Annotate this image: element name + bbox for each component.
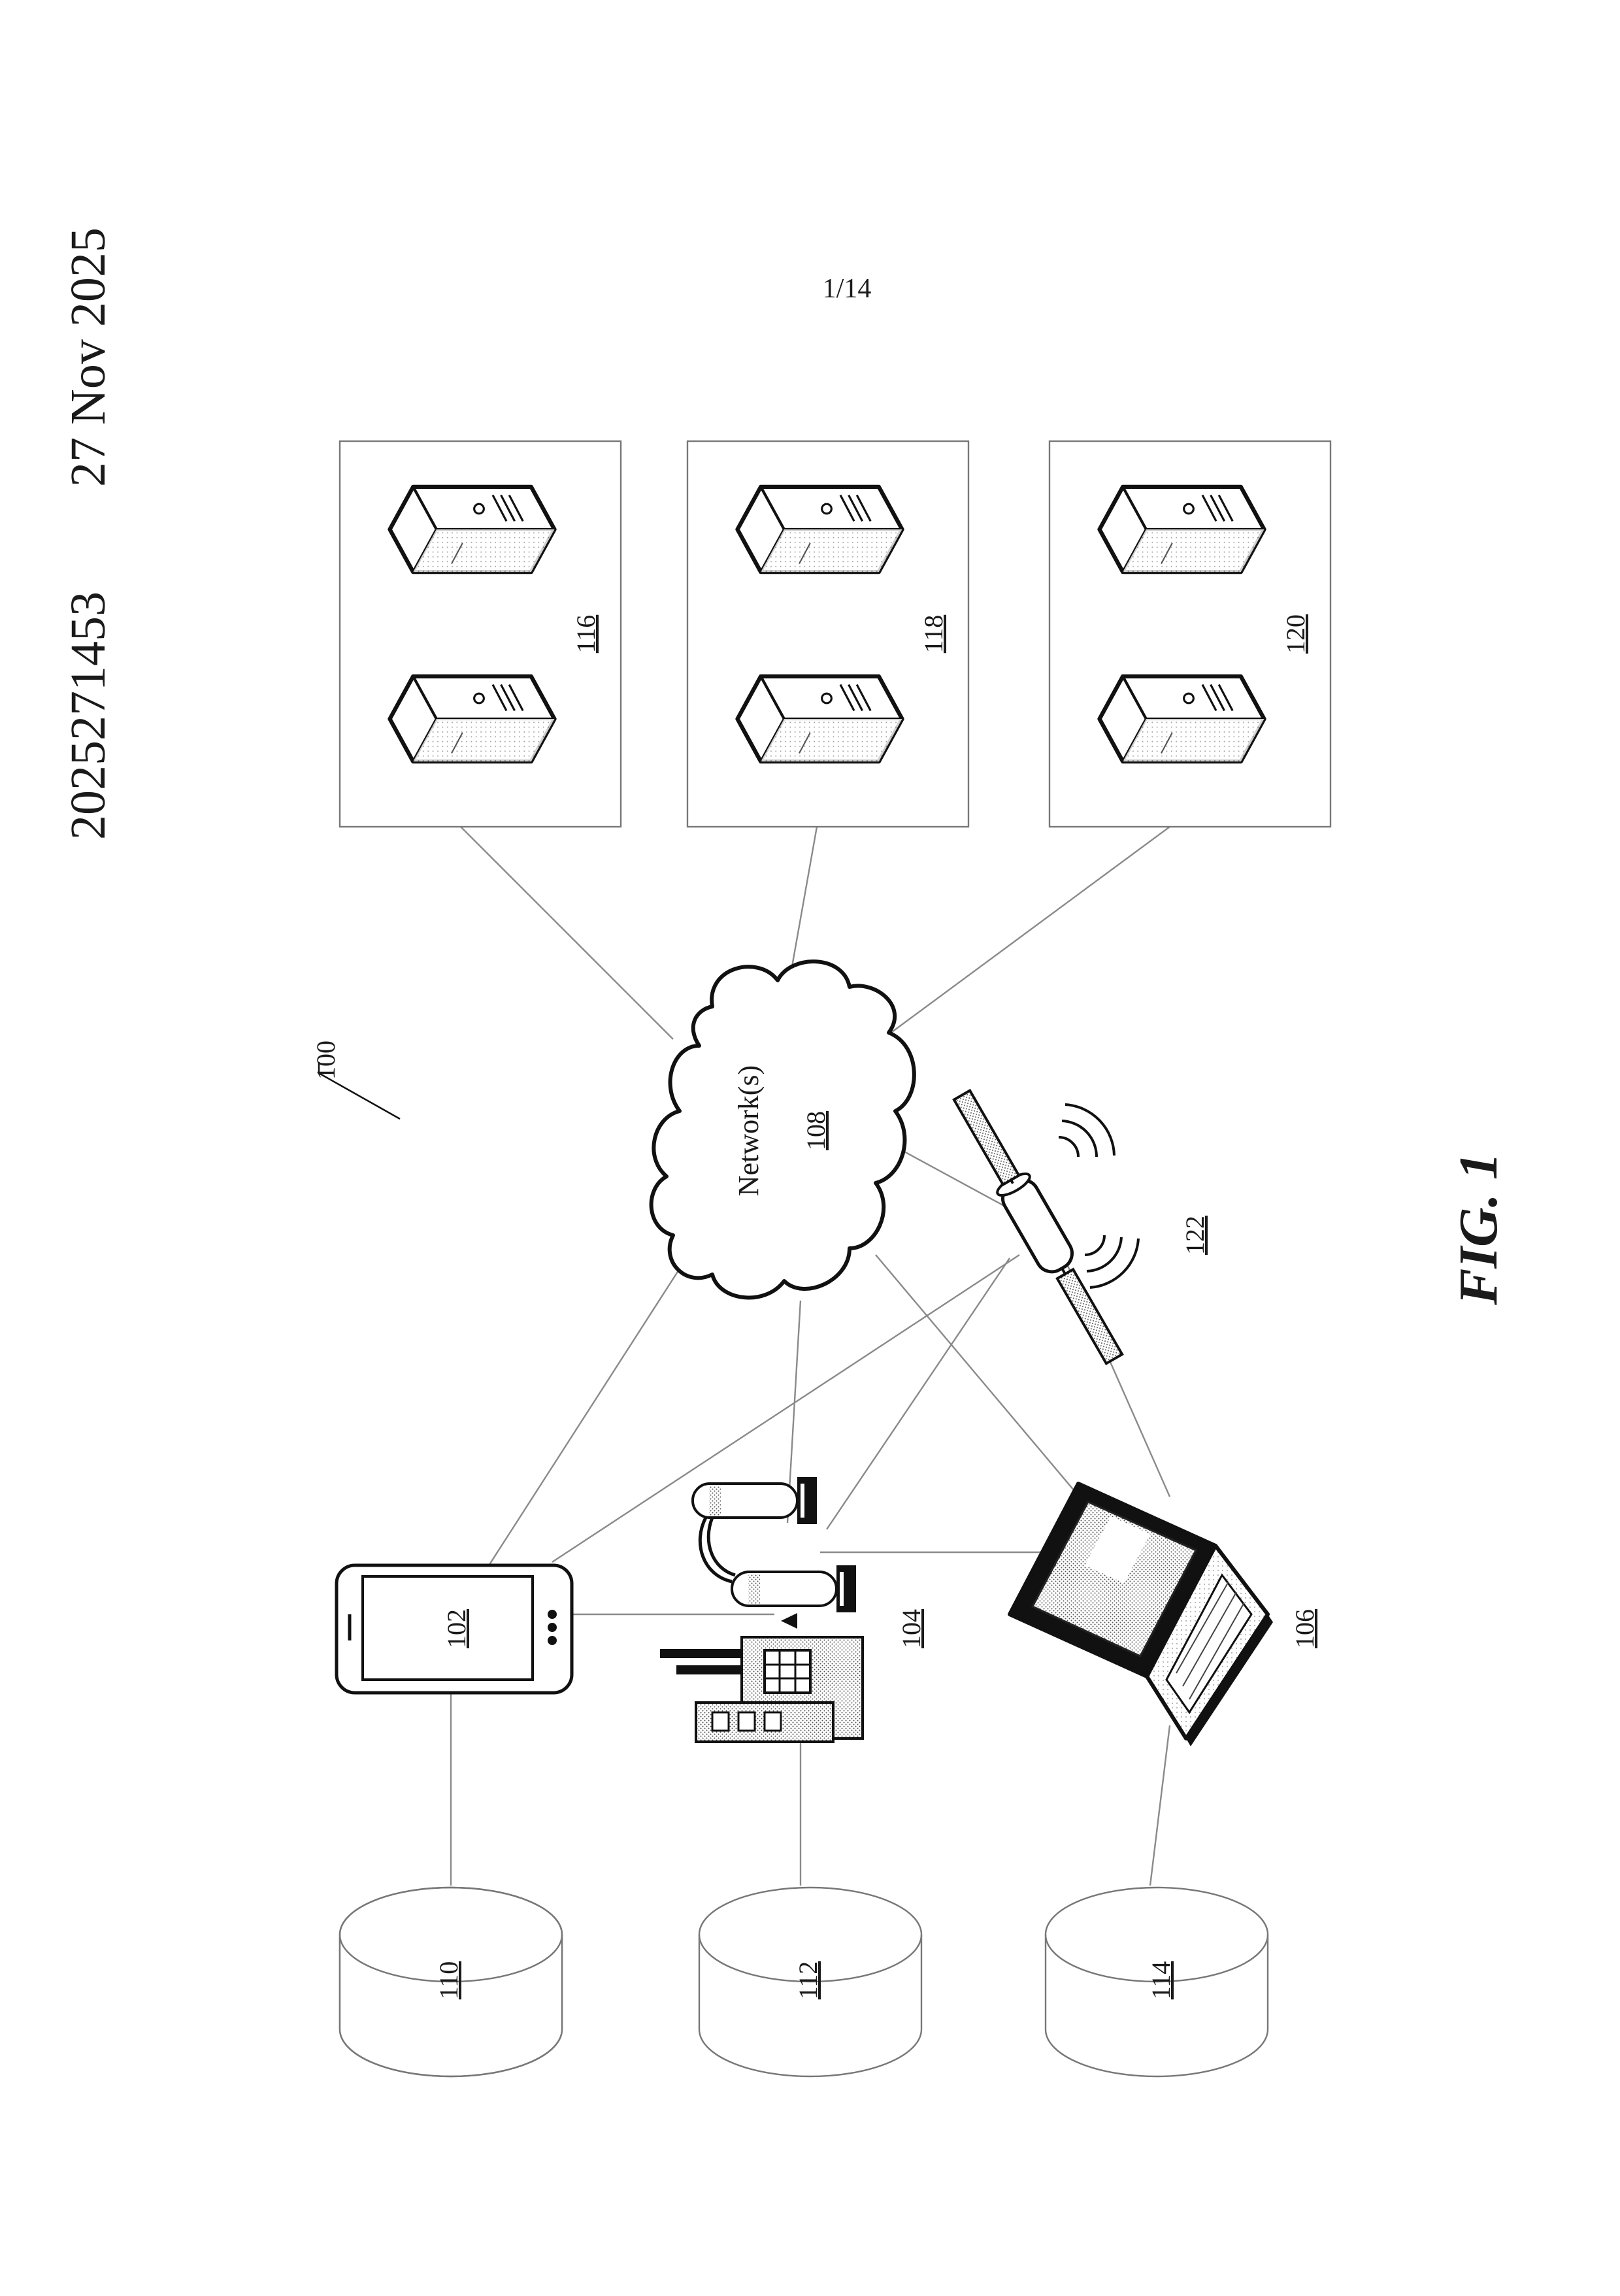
server-group-120: 120 (1050, 441, 1331, 827)
server-group-118: 118 (687, 441, 968, 827)
mobile-device: 102 (337, 1565, 572, 1693)
server-group-116: 116 (340, 441, 621, 827)
industrial-plant: 104 (660, 1477, 926, 1742)
system-ref-label: 100 (311, 1040, 340, 1080)
sheet-number: 1/14 (823, 274, 872, 304)
figure-caption: FIG. 1 (1448, 1152, 1509, 1305)
plant-ref: 104 (897, 1609, 926, 1648)
database-label: 114 (1146, 1961, 1176, 2000)
publication-date: 27 Nov 2025 (61, 227, 116, 487)
network-label: Network(s) (733, 1065, 765, 1196)
server-group-label: 120 (1281, 614, 1310, 654)
database-label: 110 (434, 1961, 463, 2000)
network-ref: 108 (801, 1111, 831, 1150)
laptop-ref: 106 (1290, 1609, 1319, 1648)
document-number: 2025271453 (61, 591, 116, 840)
network-cloud: Network(s) 108 (652, 961, 914, 1297)
system-reference: 100 (311, 1040, 400, 1119)
mobile-device-ref: 102 (442, 1609, 471, 1648)
satellite: 122 (946, 1086, 1210, 1369)
database-114: 114 (1046, 1888, 1268, 2076)
server-group-label: 116 (571, 615, 601, 654)
satellite-ref: 122 (1180, 1216, 1210, 1255)
database-110: 110 (340, 1888, 562, 2076)
laptop: 106 (1010, 1484, 1319, 1746)
database-label: 112 (793, 1961, 823, 2000)
server-group-label: 118 (919, 615, 948, 654)
database-112: 112 (699, 1888, 921, 2076)
